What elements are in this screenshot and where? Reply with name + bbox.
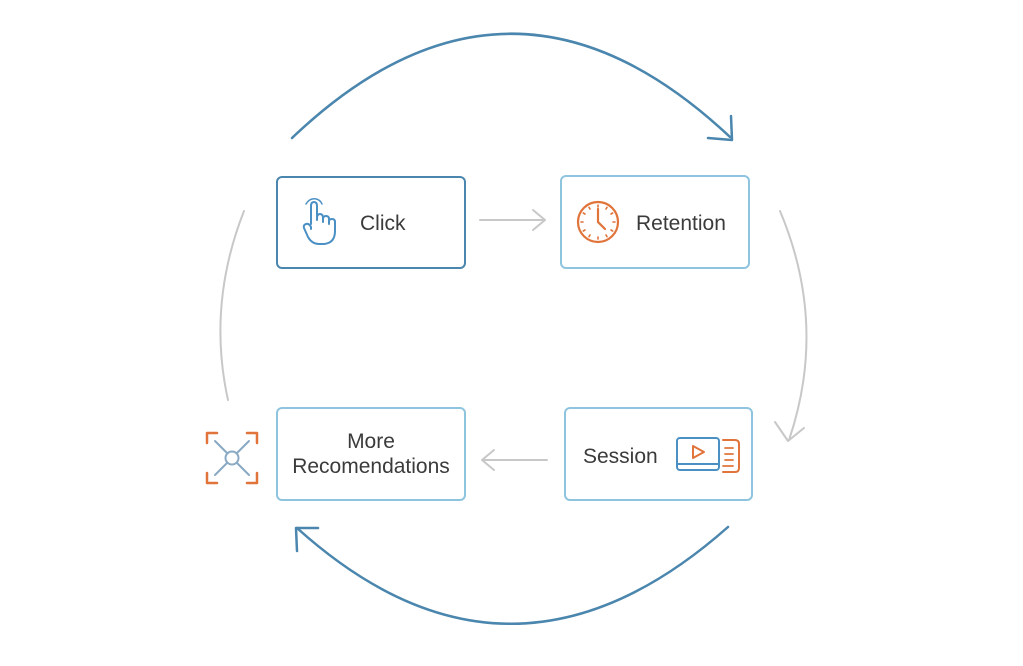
flow-arrow-click-retention (479, 209, 546, 231)
node-more-label-line1: More (347, 430, 395, 453)
flow-arrow-session-more (481, 449, 548, 471)
video-player-icon (676, 437, 740, 473)
node-more-label: More Recomendations (292, 429, 450, 479)
node-session[interactable]: Session (564, 407, 753, 501)
cycle-arc-left (219, 210, 245, 401)
node-more-recomendations[interactable]: More Recomendations (276, 407, 466, 501)
node-click-label: Click (360, 212, 406, 235)
node-retention-label: Retention (636, 212, 726, 235)
node-session-label: Session (583, 445, 658, 468)
clock-icon (576, 200, 620, 244)
pointing-hand-icon (302, 198, 336, 245)
node-click[interactable]: Click (276, 176, 466, 269)
cycle-arrow-top (290, 32, 732, 140)
cycle-arrow-right-head (774, 421, 805, 442)
expand-arrows-icon (205, 431, 259, 485)
cycle-arrow-right (779, 210, 808, 441)
node-retention[interactable]: Retention (560, 175, 750, 269)
node-more-label-line2: Recomendations (292, 455, 450, 478)
cycle-arrow-top-head (706, 114, 734, 142)
cycle-arrow-bottom (295, 525, 730, 625)
cycle-arrow-bottom-head (294, 526, 320, 553)
